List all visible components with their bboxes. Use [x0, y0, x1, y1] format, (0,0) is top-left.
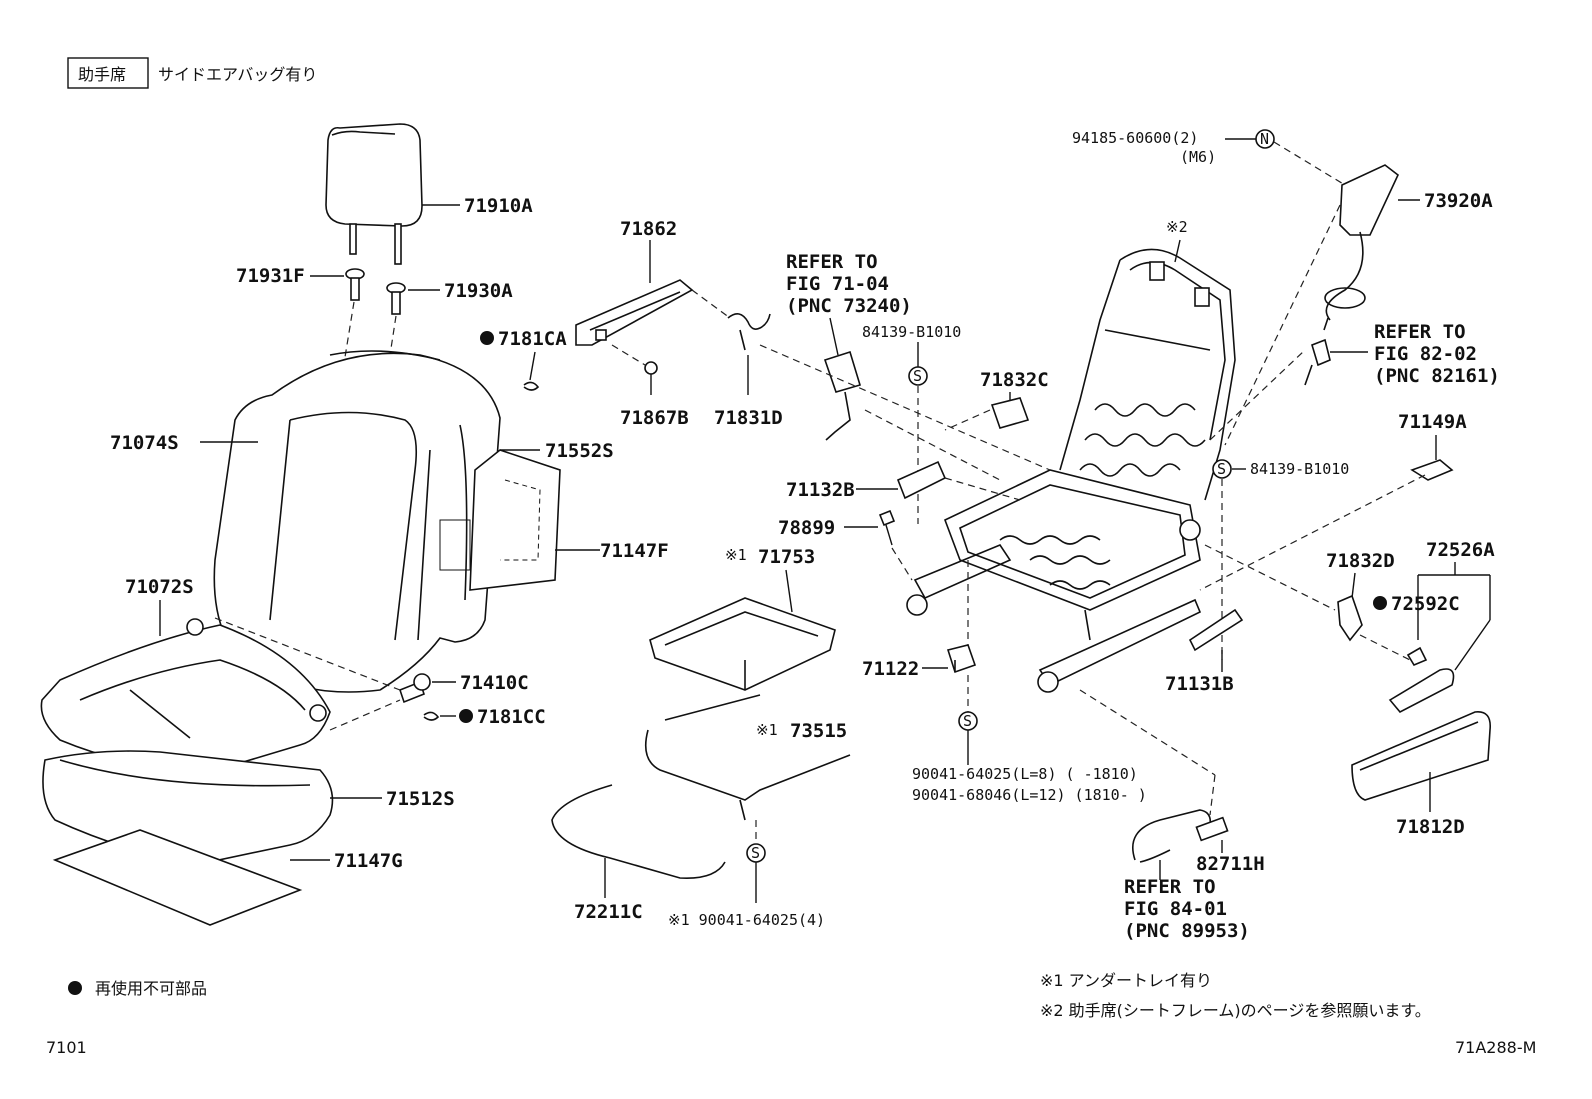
refer1-line3: (PNC 73240) — [786, 295, 912, 317]
label-71131B: 71131B — [1165, 673, 1234, 695]
mark-73515: ※1 — [756, 721, 778, 739]
under-tray-drawing — [649, 597, 836, 691]
label-72211C: 72211C — [574, 901, 643, 923]
label-71122: 71122 — [862, 658, 919, 680]
header-boxed-label: 助手席 — [78, 65, 126, 84]
label-82711H: 82711H — [1196, 853, 1265, 875]
note2-mark: ※2 — [1166, 218, 1188, 236]
label-73920A: 73920A — [1424, 190, 1493, 212]
refer2-line2: FIG 82-02 — [1374, 343, 1477, 365]
label-94185-sub: (M6) — [1180, 148, 1216, 166]
n-marker: N — [1260, 130, 1269, 148]
label-71753: 71753 — [758, 546, 815, 568]
label-94185: 94185-60600(2) — [1072, 129, 1198, 147]
page-code: 7101 — [46, 1038, 87, 1057]
s-marker-1: S — [913, 367, 922, 385]
wire-harness-drawing — [1132, 809, 1229, 863]
seat-sheet-drawing — [52, 829, 303, 926]
label-84139-right: 84139-B1010 — [1250, 460, 1349, 478]
seat-cushion-drawing — [40, 618, 331, 776]
refer1-line2: FIG 71-04 — [786, 273, 889, 295]
seat-pad-drawing — [42, 750, 334, 866]
side-airbag-drawing — [1323, 164, 1399, 331]
label-90041-b: 90041-68046(L=12) (1810- ) — [912, 786, 1147, 804]
seatbelt-buckle-drawing — [823, 350, 862, 441]
label-71831D: 71831D — [714, 407, 783, 429]
label-71931F: 71931F — [236, 265, 305, 287]
refer3-line1: REFER TO — [1124, 876, 1216, 898]
bullet-72592C — [1373, 596, 1387, 610]
label-7181CC: 7181CC — [477, 706, 546, 728]
label-71147F: 71147F — [600, 540, 669, 562]
label-71832C: 71832C — [980, 369, 1049, 391]
label-71132B: 71132B — [786, 479, 855, 501]
label-71910A: 71910A — [464, 195, 533, 217]
label-7181CA: 7181CA — [498, 328, 567, 350]
seatback-drawing — [213, 350, 561, 693]
legend-bullet — [68, 981, 82, 995]
label-71074S: 71074S — [110, 432, 179, 454]
label-90041-a: 90041-64025(L=8) ( -1810) — [912, 765, 1138, 783]
header-box — [67, 57, 149, 89]
label-71832D: 71832D — [1326, 550, 1395, 572]
label-84139-top: 84139-B1010 — [862, 323, 961, 341]
mark-71753: ※1 — [725, 546, 747, 564]
label-73515: 73515 — [790, 720, 847, 742]
note-2: ※2 助手席(シートフレーム)のページを参照願います。 — [1040, 1001, 1431, 1020]
label-71552S: 71552S — [545, 440, 614, 462]
legend-text: 再使用不可部品 — [95, 979, 207, 998]
refer3-line3: (PNC 89953) — [1124, 920, 1250, 942]
label-71867B: 71867B — [620, 407, 689, 429]
s-marker-2: S — [751, 844, 760, 862]
label-71812D: 71812D — [1396, 816, 1465, 838]
refer2-line3: (PNC 82161) — [1374, 365, 1500, 387]
label-71072S: 71072S — [125, 576, 194, 598]
label-71930A: 71930A — [444, 280, 513, 302]
refer2-line1: REFER TO — [1374, 321, 1466, 343]
s-marker-4: S — [1217, 460, 1226, 478]
seat-cover-71812D-drawing — [1351, 711, 1492, 801]
figure-code: 71A288-M — [1455, 1038, 1536, 1057]
label-90041-bottom: ※1 90041-64025(4) — [668, 911, 825, 929]
label-78899: 78899 — [778, 517, 835, 539]
seat-frame-drawing — [906, 248, 1236, 693]
headrest-guide-71931F — [345, 268, 365, 301]
label-71149A: 71149A — [1398, 411, 1467, 433]
bullet-7181CC — [459, 709, 473, 723]
note-1: ※1 アンダートレイ有り — [1040, 971, 1212, 990]
rail-71862-drawing — [575, 279, 694, 346]
bullet-7181CA — [480, 331, 494, 345]
label-71147G: 71147G — [334, 850, 403, 872]
headrest-drawing — [325, 123, 423, 265]
headrest-guide-71930A — [386, 282, 406, 315]
label-71862: 71862 — [620, 218, 677, 240]
s-marker-3: S — [963, 712, 972, 730]
refer1-line1: REFER TO — [786, 251, 878, 273]
label-72592C: 72592C — [1391, 593, 1460, 615]
label-71512S: 71512S — [386, 788, 455, 810]
label-71410C: 71410C — [460, 672, 529, 694]
refer3-line2: FIG 84-01 — [1124, 898, 1227, 920]
label-72526A: 72526A — [1426, 539, 1495, 561]
header-title: サイドエアバッグ有り — [158, 65, 317, 84]
